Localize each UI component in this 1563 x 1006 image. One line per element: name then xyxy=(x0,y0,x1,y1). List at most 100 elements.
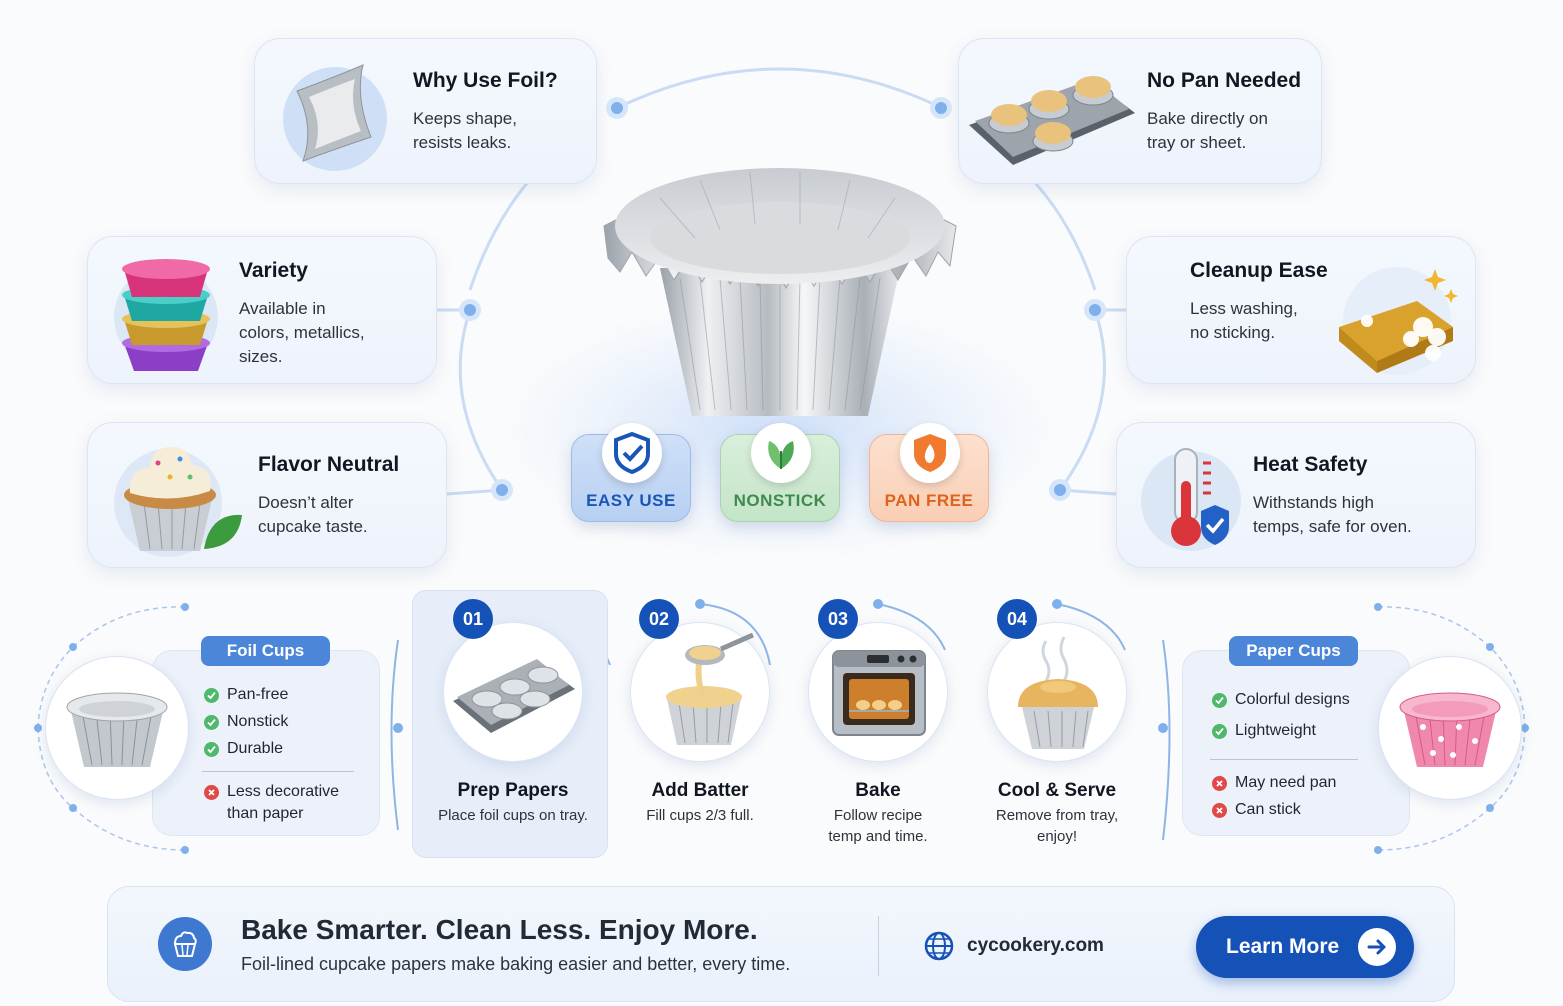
leaf-icon xyxy=(751,423,811,483)
connector-dot xyxy=(930,97,952,119)
step-2-circle xyxy=(630,622,770,762)
shield-flame-icon xyxy=(900,423,960,483)
step-number: 04 xyxy=(997,599,1037,639)
step-title: Cool & Serve xyxy=(997,780,1117,801)
card-text-line: Available in xyxy=(239,299,326,318)
card-title: No Pan Needed xyxy=(1147,69,1302,92)
foil-pro-item: Pan-free xyxy=(204,686,288,704)
oven-icon xyxy=(832,650,926,736)
footer-headline: Bake Smarter. Clean Less. Enjoy More. xyxy=(241,914,758,945)
con-label: May need pan xyxy=(1235,774,1337,791)
x-icon xyxy=(1212,775,1227,791)
card-text-line: temps, safe for oven. xyxy=(1253,517,1412,536)
globe-icon xyxy=(924,931,954,961)
cupcake-steam-icon xyxy=(1018,636,1098,749)
pro-label: Lightweight xyxy=(1235,722,1316,739)
x-icon xyxy=(204,784,219,800)
pro-label: Durable xyxy=(227,740,284,757)
card-title: Cleanup Ease xyxy=(1190,259,1328,282)
card-text-line: Less washing, xyxy=(1190,299,1298,318)
step-1-circle xyxy=(443,622,583,762)
learn-more-button[interactable]: Learn More xyxy=(1196,916,1414,978)
muffin-tray-icon xyxy=(969,76,1135,165)
step-text: enjoy! xyxy=(1036,828,1078,845)
batter-spoon-icon xyxy=(666,633,755,745)
step-number: 01 xyxy=(453,599,493,639)
learn-more-label: Learn More xyxy=(1226,935,1340,958)
x-icon xyxy=(1212,802,1227,818)
sponge-icon xyxy=(1339,267,1458,375)
cupcake-leaf-icon xyxy=(114,446,242,557)
paper-con-item: Can stick xyxy=(1212,801,1301,819)
footer-divider xyxy=(878,916,879,976)
foil-sheet-icon xyxy=(283,64,387,171)
footer-subline: Foil-lined cupcake papers make baking ea… xyxy=(241,954,791,974)
paper-cup-icon xyxy=(1399,692,1501,767)
paper-cups-tag: Paper Cups xyxy=(1229,636,1358,666)
step-number: 03 xyxy=(818,599,858,639)
badge-label: EASY USE xyxy=(586,491,676,510)
card-title: Flavor Neutral xyxy=(258,453,400,476)
card-flavor: Flavor Neutral Doesn’t alter cupcake tas… xyxy=(87,422,447,568)
step-text: Follow recipe xyxy=(833,807,923,824)
card-text-line: Bake directly on xyxy=(1147,109,1268,128)
step-number: 02 xyxy=(639,599,679,639)
pro-label: Nonstick xyxy=(227,713,289,730)
website-link[interactable]: cycookery.com xyxy=(967,935,1104,956)
divider xyxy=(202,771,354,772)
card-text-line: tray or sheet. xyxy=(1147,133,1247,152)
card-why-foil: Why Use Foil? Keeps shape, resists leaks… xyxy=(254,38,597,184)
foil-cup-stack-illustration xyxy=(603,168,957,416)
badge-label: NONSTICK xyxy=(733,491,827,510)
step-title: Add Batter xyxy=(651,780,749,801)
con-label: Can stick xyxy=(1235,801,1301,818)
card-text-line: resists leaks. xyxy=(413,133,512,152)
card-text-line: Keeps shape, xyxy=(413,109,517,128)
paper-pro-item: Colorful designs xyxy=(1212,691,1350,709)
step-text: Fill cups 2/3 full. xyxy=(646,807,754,824)
card-text-line: Withstands high xyxy=(1253,493,1374,512)
card-title: Heat Safety xyxy=(1253,453,1368,476)
paper-cup-circle xyxy=(1378,656,1522,800)
connector-dot xyxy=(1084,299,1106,321)
badge-easy-use: EASY USE xyxy=(571,423,691,522)
card-cleanup: Cleanup Ease Less washing, no sticking. xyxy=(1126,236,1476,384)
card-text-line: colors, metallics, xyxy=(239,323,365,342)
foil-cup-icon xyxy=(66,692,168,767)
card-heat: Heat Safety Withstands high temps, safe … xyxy=(1116,422,1476,568)
connector-dot xyxy=(606,97,628,119)
pro-label: Pan-free xyxy=(227,686,289,703)
tray-cups-icon xyxy=(453,659,575,733)
connector-dot xyxy=(459,299,481,321)
card-no-pan: No Pan Needed Bake directly on tray or s… xyxy=(958,38,1322,184)
paper-con-item: May need pan xyxy=(1212,774,1336,792)
pro-label: Colorful designs xyxy=(1235,691,1350,708)
badge-pan-free: PAN FREE xyxy=(869,423,989,522)
paper-pro-item: Lightweight xyxy=(1212,722,1316,740)
connector-dot xyxy=(491,479,513,501)
badge-label: PAN FREE xyxy=(884,491,974,510)
divider xyxy=(1210,759,1358,760)
foil-con-item: Less decorative xyxy=(204,783,339,801)
check-icon xyxy=(204,687,219,703)
foil-cup-circle xyxy=(45,656,189,800)
card-title: Why Use Foil? xyxy=(413,69,558,92)
con-label: Less decorative xyxy=(227,783,340,800)
card-text-line: sizes. xyxy=(239,347,283,366)
check-icon xyxy=(204,714,219,730)
step-title: Prep Papers xyxy=(457,780,569,801)
foil-pro-item: Durable xyxy=(204,740,283,758)
cupcake-logo-icon xyxy=(158,917,212,971)
step-4-circle xyxy=(987,622,1127,762)
card-text-line: no sticking. xyxy=(1190,323,1276,342)
thermometer-shield-icon xyxy=(1141,448,1241,551)
card-text-line: Doesn’t alter xyxy=(258,493,354,512)
connector-dot xyxy=(1049,479,1071,501)
step-text: temp and time. xyxy=(828,828,928,845)
shield-check-icon xyxy=(602,423,662,483)
check-icon xyxy=(204,741,219,757)
card-title: Variety xyxy=(239,259,308,282)
step-title: Bake xyxy=(855,780,901,801)
colorful-cups-icon xyxy=(114,259,218,371)
step-3-circle xyxy=(808,622,948,762)
